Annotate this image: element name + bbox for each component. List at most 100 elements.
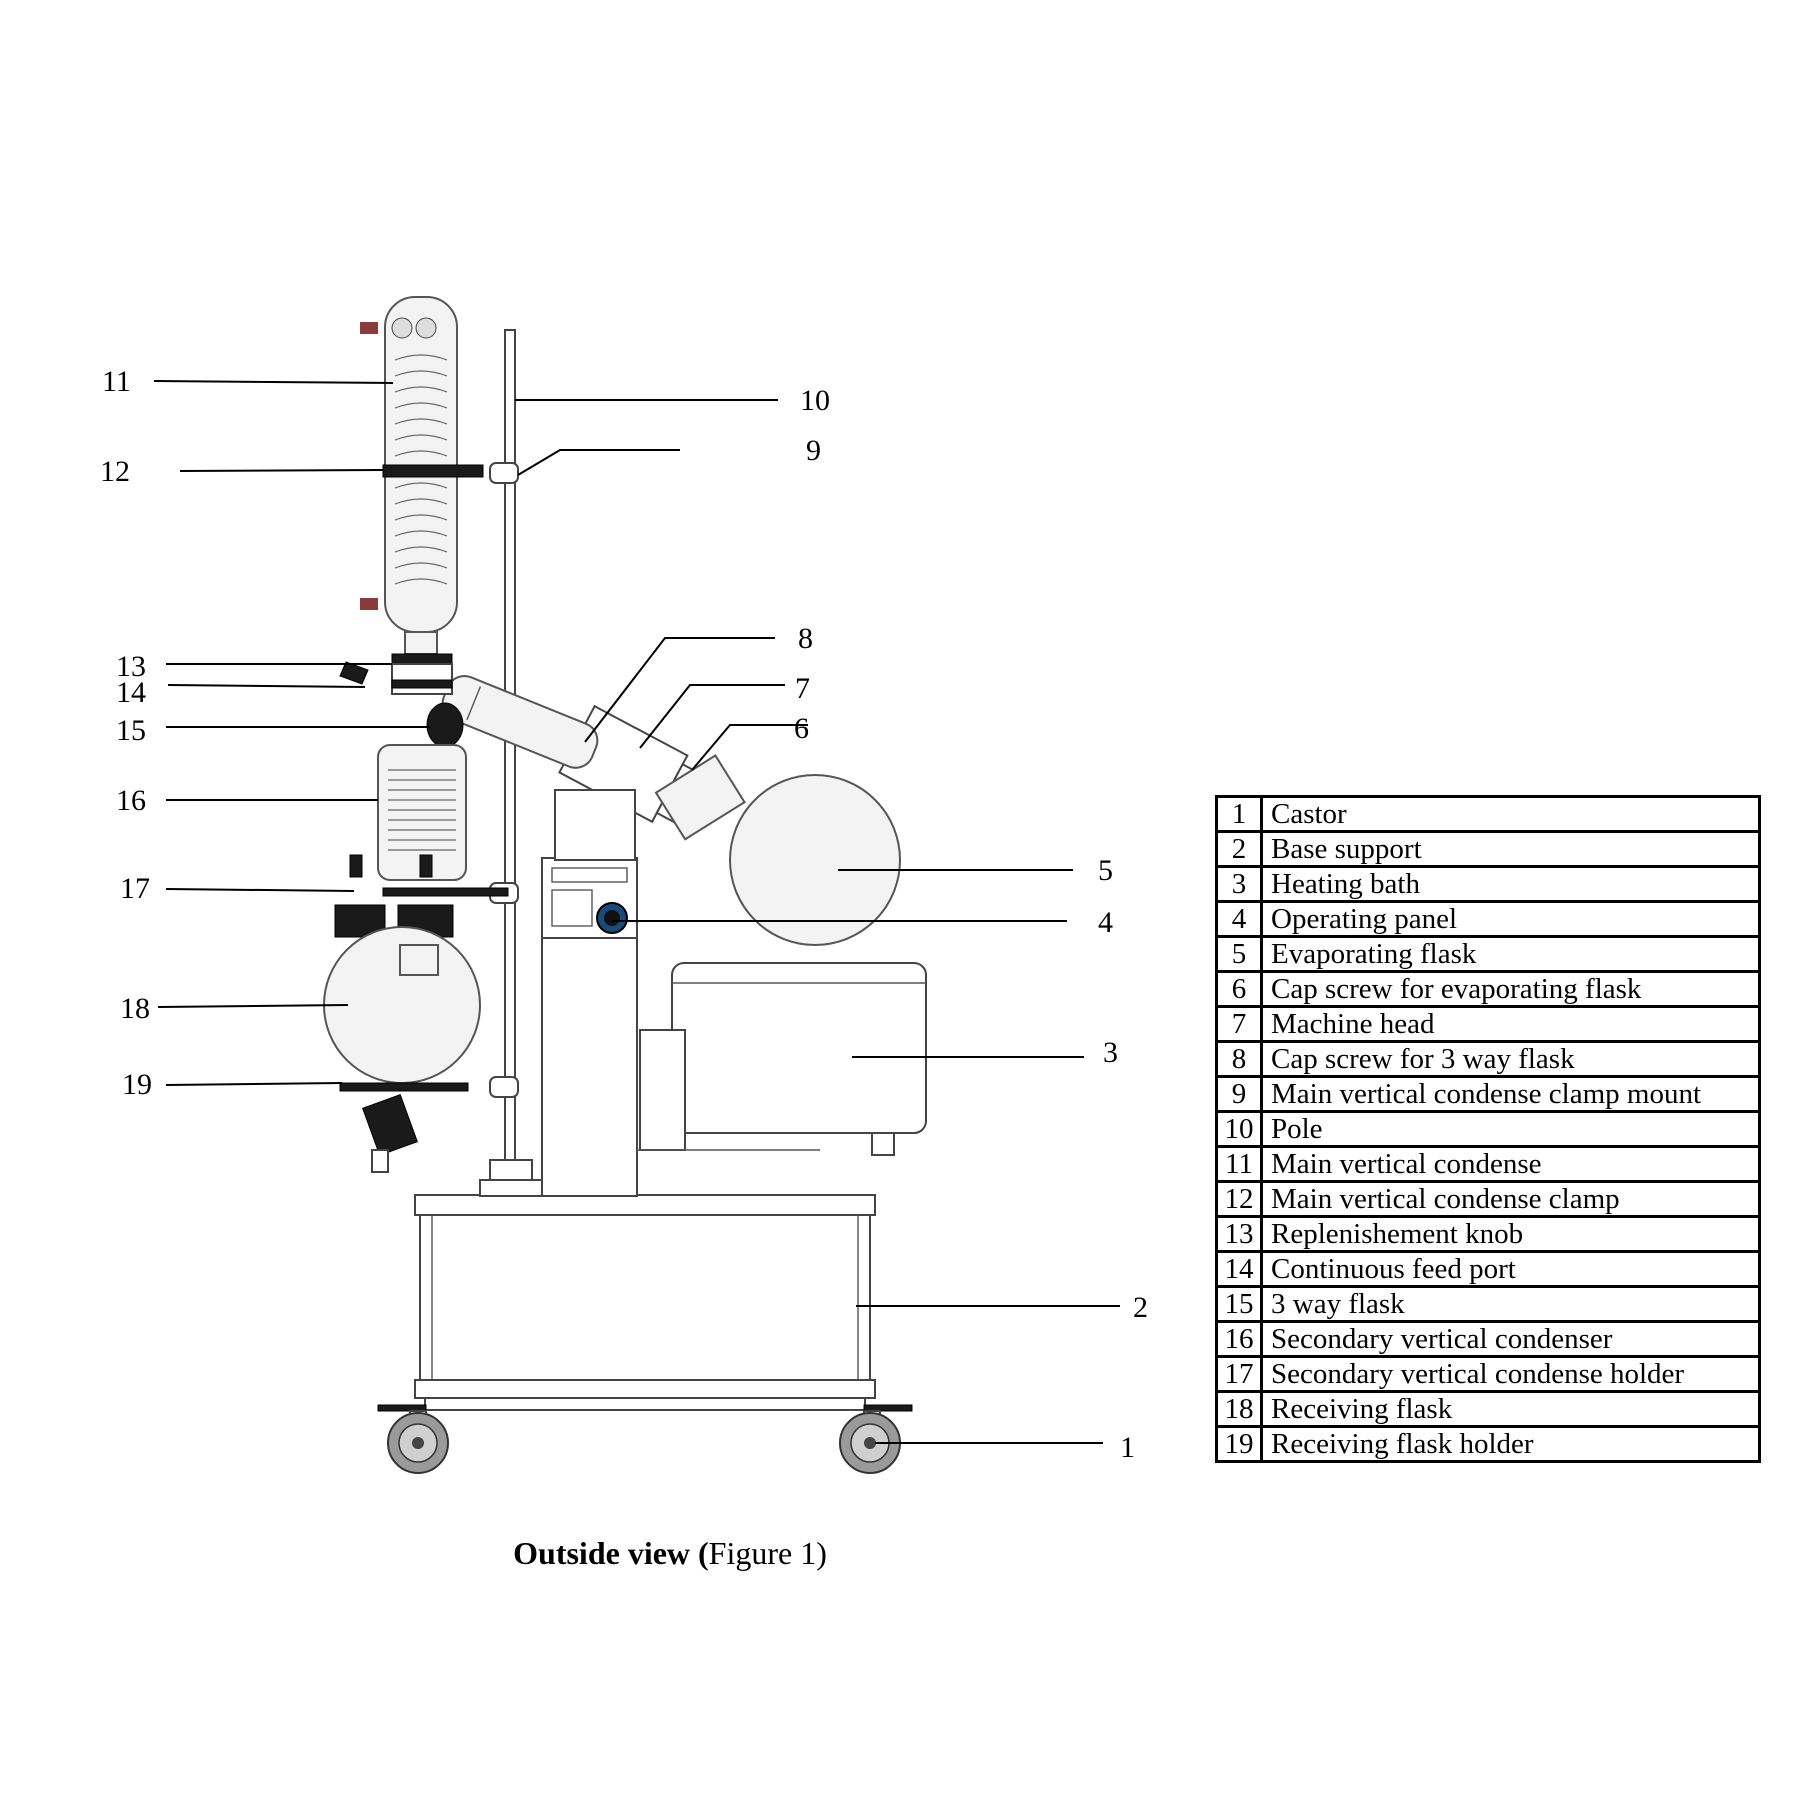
leader-7 [639,684,785,749]
callout-16: 16 [116,784,146,817]
part-name: Pole [1260,1110,1761,1148]
leader-9 [517,449,680,476]
leader-lines [153,380,1120,1444]
castor-left [377,1404,449,1474]
callout-9: 9 [806,434,821,467]
caption-bold: Outside view ( [513,1535,709,1571]
part-name: 3 way flask [1260,1285,1761,1323]
part-number: 14 [1215,1250,1263,1288]
callout-3: 3 [1103,1036,1118,1069]
leader-17 [165,888,355,892]
part-name: Operating panel [1260,900,1761,938]
figure-caption: Outside view (Figure 1) [0,1535,1340,1572]
callout-5: 5 [1098,854,1113,887]
part-name: Evaporating flask [1260,935,1761,973]
part-number: 3 [1215,865,1263,903]
equipment-illustration [323,296,927,1474]
leader-18 [157,1004,349,1008]
part-name: Secondary vertical condenser [1260,1320,1761,1358]
callout-13: 13 [116,650,146,683]
leader-14 [167,684,366,688]
castor-right [839,1404,913,1474]
leader-12 [179,469,384,472]
callout-1: 1 [1120,1431,1135,1464]
part-name: Receiving flask [1260,1390,1761,1428]
part-number: 6 [1215,970,1263,1008]
part-number: 8 [1215,1040,1263,1078]
part-number: 7 [1215,1005,1263,1043]
part-number: 9 [1215,1075,1263,1113]
part-name: Secondary vertical condense holder [1260,1355,1761,1393]
part-number: 15 [1215,1285,1263,1323]
callout-7: 7 [795,672,810,705]
part-name: Main vertical condense clamp mount [1260,1075,1761,1113]
callout-2: 2 [1133,1291,1148,1324]
part-number: 12 [1215,1180,1263,1218]
part-number: 1 [1215,795,1263,833]
callout-6: 6 [794,712,809,745]
part-name: Cap screw for 3 way flask [1260,1040,1761,1078]
pole [479,329,543,1197]
callout-11: 11 [102,365,131,398]
part-name: Replenishement knob [1260,1215,1761,1253]
part-name: Continuous feed port [1260,1250,1761,1288]
callout-4: 4 [1098,906,1113,939]
part-number: 18 [1215,1390,1263,1428]
caption-regular: Figure 1) [708,1535,827,1571]
part-number: 11 [1215,1145,1263,1183]
callout-12: 12 [100,455,130,488]
leader-11 [153,380,394,384]
part-name: Base support [1260,830,1761,868]
callout-18: 18 [120,992,150,1025]
part-name: Heating bath [1260,865,1761,903]
part-number: 5 [1215,935,1263,973]
part-number: 19 [1215,1425,1263,1463]
callout-14: 14 [116,676,146,709]
part-number: 10 [1215,1110,1263,1148]
callout-19: 19 [122,1068,152,1101]
part-name: Castor [1260,795,1761,833]
part-number: 2 [1215,830,1263,868]
part-number: 17 [1215,1355,1263,1393]
callout-10: 10 [800,384,830,417]
heating-bath [637,962,927,1156]
leader-6 [691,724,808,771]
main-condenser [360,296,484,655]
base-support [414,1194,876,1411]
part-number: 4 [1215,900,1263,938]
receiving-flask [323,926,481,1173]
part-number: 13 [1215,1215,1263,1253]
secondary-holders [334,854,509,938]
evaporating-flask [654,754,901,946]
part-name: Main vertical condense [1260,1145,1761,1183]
callout-8: 8 [798,622,813,655]
callout-numbers: 1 2 3 4 5 6 7 8 9 10 11 12 13 14 15 16 1… [100,365,1148,1464]
part-name: Receiving flask holder [1260,1425,1761,1463]
part-name: Machine head [1260,1005,1761,1043]
part-name: Cap screw for evaporating flask [1260,970,1761,1008]
part-name: Main vertical condense clamp [1260,1180,1761,1218]
part-number: 16 [1215,1320,1263,1358]
